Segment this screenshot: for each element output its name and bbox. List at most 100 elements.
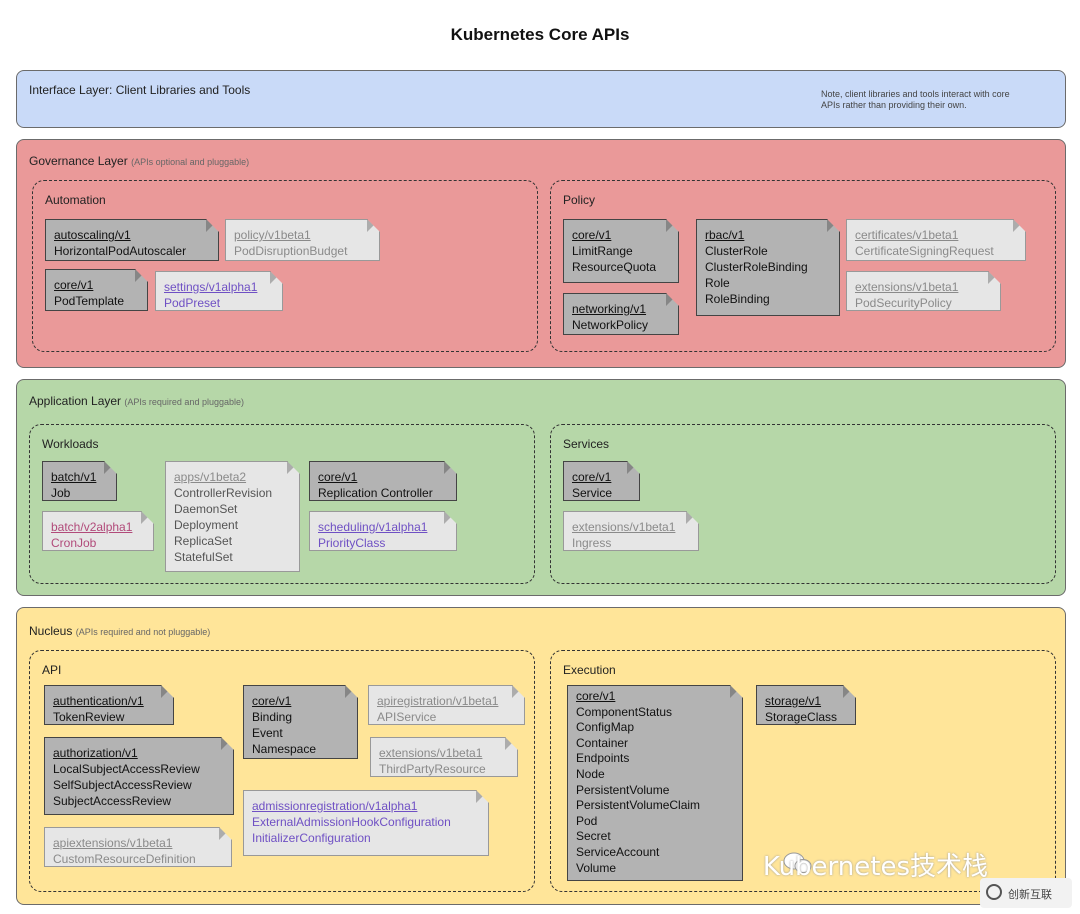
api-card: batch/v2alpha1 CronJob <box>42 511 154 551</box>
api-group-label: batch/v1 <box>51 470 97 484</box>
resource-label: ControllerRevision <box>174 486 273 500</box>
api-group-label: scheduling/v1alpha1 <box>318 520 428 534</box>
api-group: API authentication/v1 TokenReview author… <box>29 650 535 892</box>
brand-logo-icon <box>986 884 1002 900</box>
resource-label: PersistentVolume <box>576 782 670 797</box>
api-group-label: settings/v1alpha1 <box>164 280 258 294</box>
resource-label: TokenReview <box>53 710 125 724</box>
brand-logo-text: 创新互联 <box>1008 889 1052 901</box>
nucleus-layer: Nucleus (APIs required and not pluggable… <box>16 607 1066 905</box>
api-group-label: extensions/v1beta1 <box>379 746 483 760</box>
api-group-label: apiextensions/v1beta1 <box>53 836 173 850</box>
policy-group: Policy core/v1 LimitRange ResourceQuota … <box>550 180 1056 352</box>
resource-label: InitializerConfiguration <box>252 831 371 845</box>
execution-group: Execution core/v1 ComponentStatus Config… <box>550 650 1056 892</box>
interface-note-line1: Note, client libraries and tools interac… <box>821 89 1010 99</box>
api-card: apps/v1beta2 ControllerRevision DaemonSe… <box>165 461 300 572</box>
api-group-label: extensions/v1beta1 <box>572 520 676 534</box>
watermark-text: Kubernetes技术栈 <box>762 852 988 882</box>
execution-title: Execution <box>563 663 616 677</box>
api-card: extensions/v1beta1 Ingress <box>563 511 699 551</box>
api-card: core/v1 ComponentStatus ConfigMap Contai… <box>567 685 743 881</box>
api-card: apiextensions/v1beta1 CustomResourceDefi… <box>44 827 232 867</box>
api-card: certificates/v1beta1 CertificateSigningR… <box>846 219 1026 261</box>
api-group-label: core/v1 <box>572 228 612 242</box>
resource-label: Container <box>576 735 629 750</box>
api-group-label: storage/v1 <box>765 694 822 708</box>
resource-label: ClusterRole <box>705 244 768 258</box>
api-card: core/v1 PodTemplate <box>45 269 148 311</box>
wechat-icon <box>783 852 812 873</box>
api-card: batch/v1 Job <box>42 461 117 501</box>
workloads-title: Workloads <box>42 437 99 451</box>
diagram-title: Kubernetes Core APIs <box>450 25 630 44</box>
resource-label: Pod <box>576 813 598 828</box>
api-card: settings/v1alpha1 PodPreset <box>155 271 283 311</box>
nucleus-layer-title: Nucleus (APIs required and not pluggable… <box>29 624 211 638</box>
resource-label: Job <box>51 486 71 500</box>
api-group-label: authorization/v1 <box>53 746 138 760</box>
resource-label: Ingress <box>572 536 612 550</box>
resource-label: StorageClass <box>765 710 838 724</box>
policy-title: Policy <box>563 193 596 207</box>
resource-label: APIService <box>377 710 437 724</box>
api-card: autoscaling/v1 HorizontalPodAutoscaler <box>45 219 219 261</box>
resource-label: Role <box>705 276 730 290</box>
automation-group: Automation autoscaling/v1 HorizontalPodA… <box>32 180 538 352</box>
resource-label: Endpoints <box>576 751 630 766</box>
api-card: core/v1 Binding Event Namespace <box>243 685 358 759</box>
resource-label: PodPreset <box>164 296 221 310</box>
api-card: policy/v1beta1 PodDisruptionBudget <box>225 219 380 261</box>
resource-label: Node <box>576 766 605 781</box>
application-layer-title: Application Layer (APIs required and plu… <box>29 394 244 408</box>
resource-label: Namespace <box>252 742 317 756</box>
api-group-label: core/v1 <box>318 470 358 484</box>
automation-title: Automation <box>45 193 106 207</box>
api-group-label: rbac/v1 <box>705 228 745 242</box>
services-group: Services core/v1 Service extensions/v1be… <box>550 424 1056 584</box>
resource-label: Secret <box>576 829 611 844</box>
api-group-label: core/v1 <box>576 689 616 703</box>
resource-label: Event <box>252 726 283 740</box>
resource-label: PriorityClass <box>318 536 386 550</box>
api-card: authentication/v1 TokenReview <box>44 685 174 725</box>
api-card: authorization/v1 LocalSubjectAccessRevie… <box>44 737 234 815</box>
api-card: extensions/v1beta1 ThirdPartyResource <box>370 737 518 777</box>
api-group-label: apps/v1beta2 <box>174 470 247 484</box>
resource-label: RoleBinding <box>705 292 770 306</box>
resource-label: ReplicaSet <box>174 534 233 548</box>
resource-label: PersistentVolumeClaim <box>576 798 701 813</box>
resource-label: ServiceAccount <box>576 844 660 859</box>
resource-label: CronJob <box>51 536 97 550</box>
governance-layer-title: Governance Layer (APIs optional and plug… <box>29 154 250 168</box>
resource-label: Replication Controller <box>318 486 433 500</box>
api-group-label: networking/v1 <box>572 302 647 316</box>
resource-label: NetworkPolicy <box>572 318 649 332</box>
services-title: Services <box>563 437 610 451</box>
resource-label: CertificateSigningRequest <box>855 244 994 258</box>
governance-layer: Governance Layer (APIs optional and plug… <box>16 139 1066 368</box>
resource-label: SubjectAccessReview <box>53 794 172 808</box>
api-card: apiregistration/v1beta1 APIService <box>368 685 525 725</box>
resource-label: ComponentStatus <box>576 704 673 719</box>
resource-label: LimitRange <box>572 244 633 258</box>
resource-label: Deployment <box>174 518 239 532</box>
api-card: extensions/v1beta1 PodSecurityPolicy <box>846 271 1001 311</box>
api-group-label: extensions/v1beta1 <box>855 280 959 294</box>
resource-label: DaemonSet <box>174 502 238 516</box>
api-card: core/v1 Replication Controller <box>309 461 457 501</box>
interface-note: Note, client libraries and tools interac… <box>821 89 1010 111</box>
resource-label: ResourceQuota <box>572 260 657 274</box>
resource-label: ConfigMap <box>576 720 635 735</box>
resource-label: ThirdPartyResource <box>379 762 486 776</box>
workloads-group: Workloads batch/v1 Job batch/v2alpha1 Cr… <box>29 424 535 584</box>
brand-logo: 创新互联 <box>980 878 1072 908</box>
api-card: storage/v1 StorageClass <box>756 685 856 725</box>
resource-label: HorizontalPodAutoscaler <box>54 244 187 258</box>
api-card: rbac/v1 ClusterRole ClusterRoleBinding R… <box>696 219 840 316</box>
resource-label: CustomResourceDefinition <box>53 852 196 866</box>
interface-layer: Interface Layer: Client Libraries and To… <box>16 70 1066 128</box>
api-card: scheduling/v1alpha1 PriorityClass <box>309 511 457 551</box>
resource-label: LocalSubjectAccessReview <box>53 762 200 776</box>
api-group-label: certificates/v1beta1 <box>855 228 959 242</box>
